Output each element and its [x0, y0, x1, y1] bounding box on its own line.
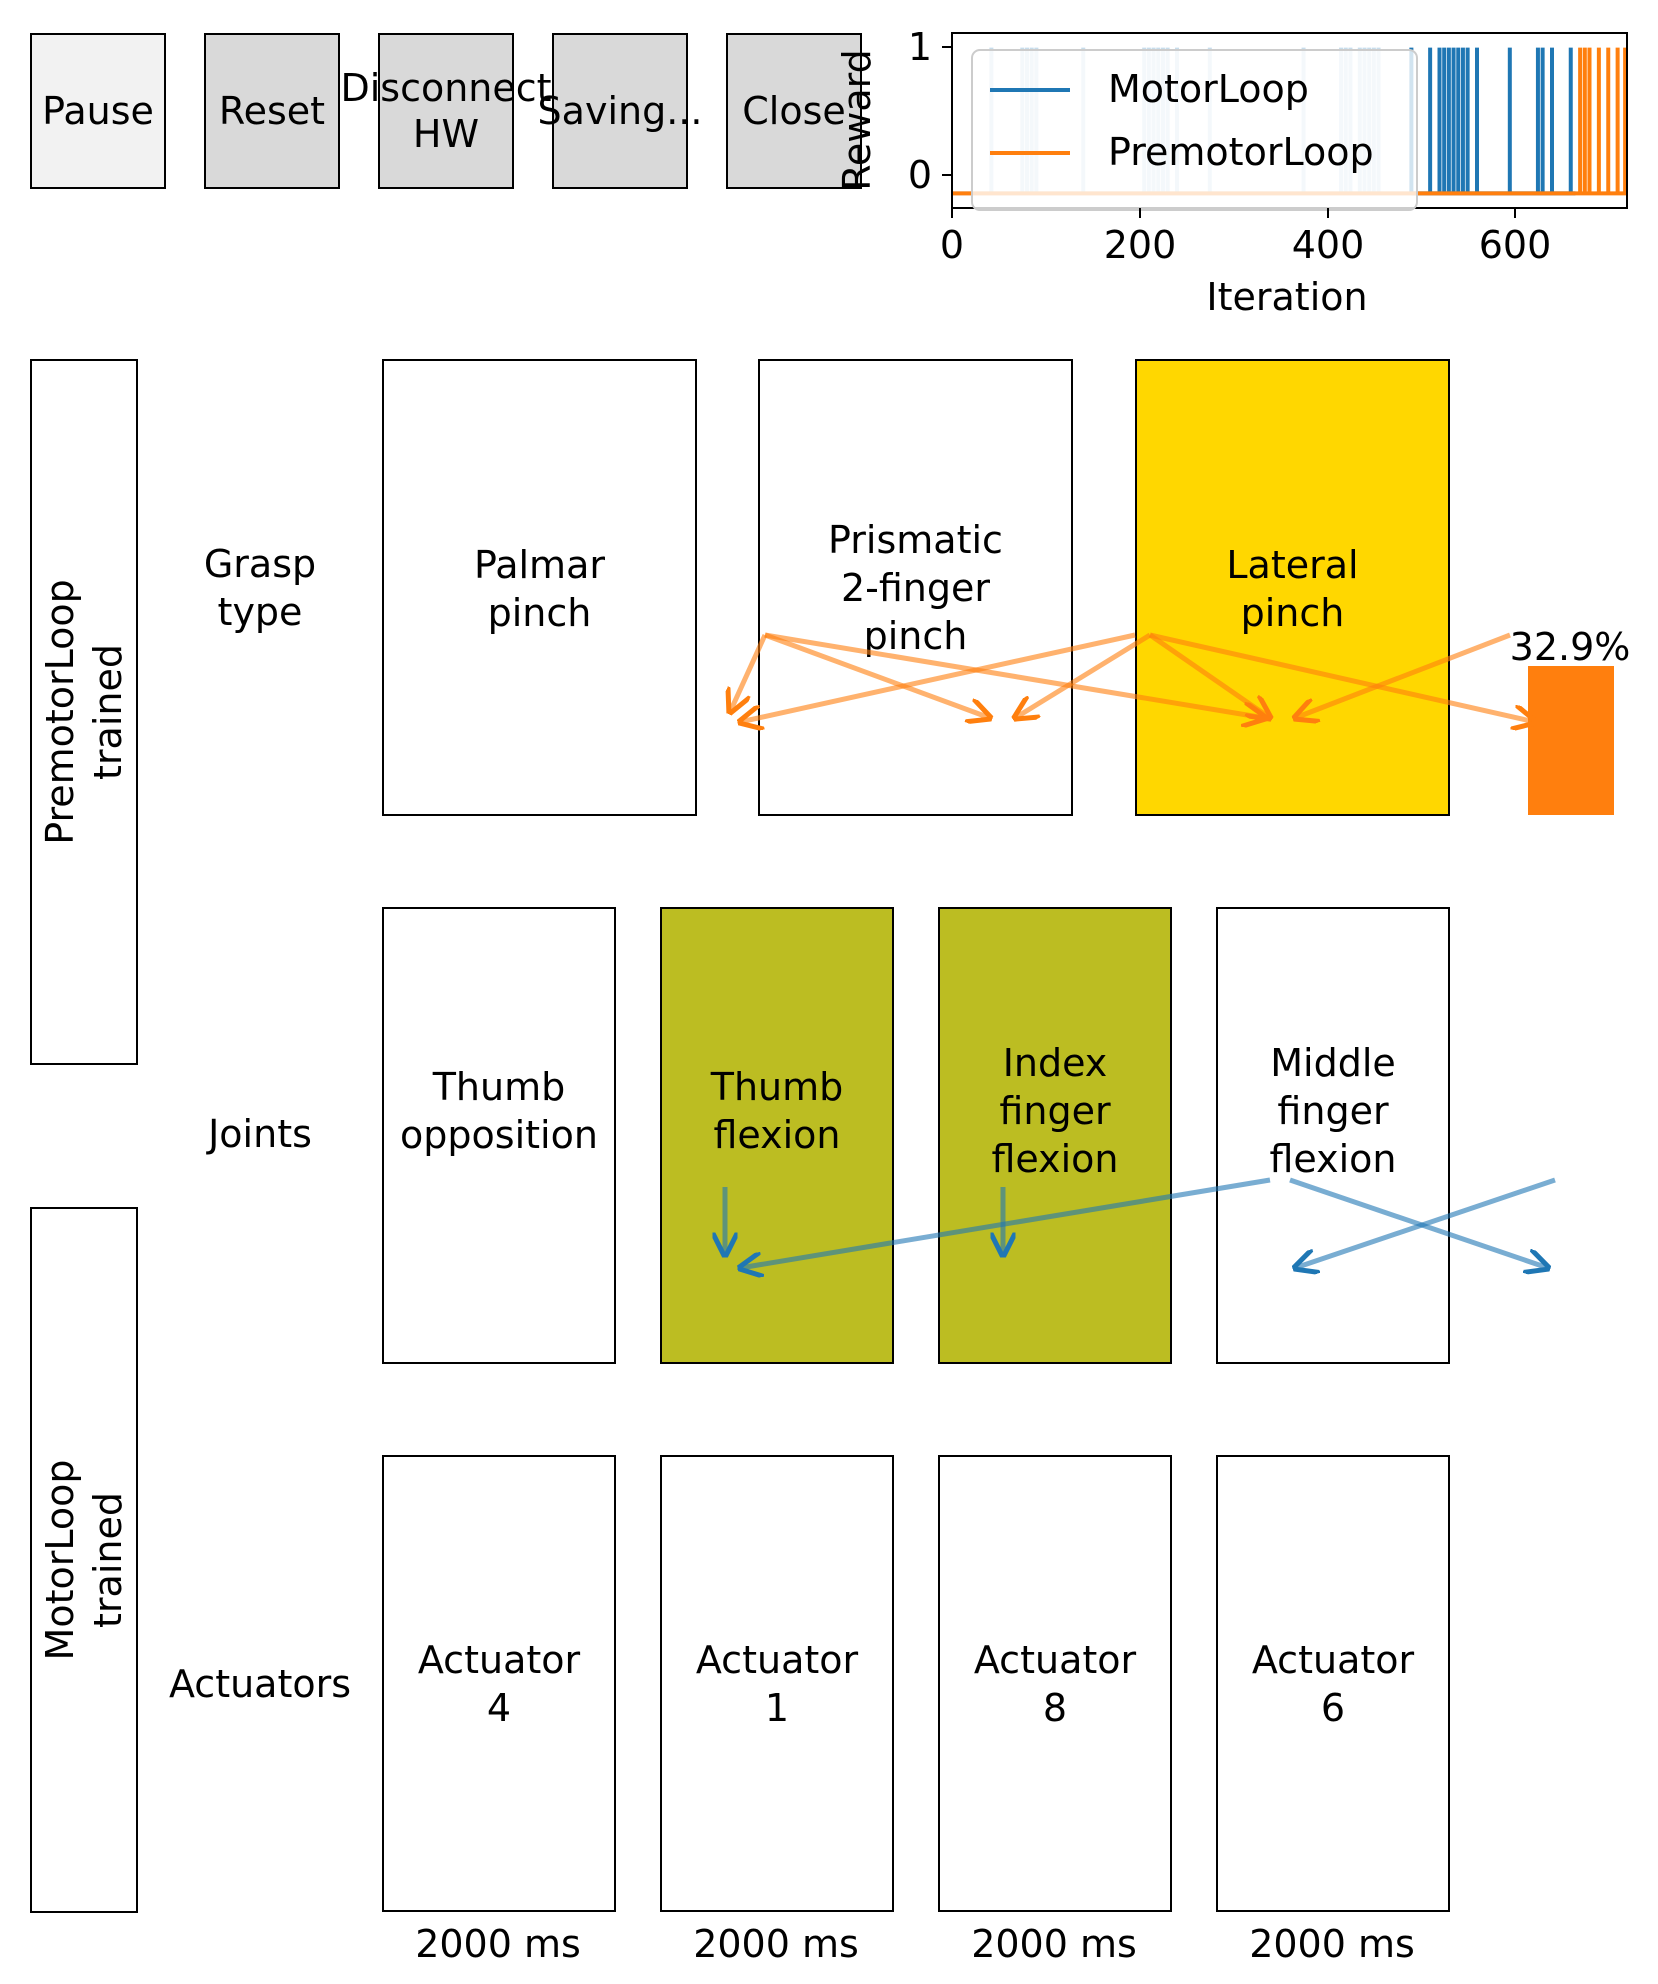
motor-trained-box: MotorLoop trained [30, 1207, 138, 1913]
actuator-box-4[interactable]: Actuator 4 [382, 1455, 616, 1912]
joint-box-middle-flexion[interactable]: Middle finger flexion [1216, 907, 1450, 1364]
pause-button[interactable]: Pause [30, 33, 166, 189]
x-tick-label: 600 [1479, 223, 1552, 267]
actuator-label: Actuator 8 [973, 1637, 1137, 1730]
duration-label: 2000 ms [415, 1922, 581, 1966]
x-tick-label: 0 [940, 223, 964, 267]
duration-label: 2000 ms [693, 1922, 859, 1966]
y-axis-label: Reward [835, 49, 879, 191]
grasp-label: Palmar pinch [474, 543, 605, 635]
probability-bar [1528, 666, 1614, 815]
x-ticks: 0 200 400 600 [940, 208, 1551, 267]
legend-motor-label: MotorLoop [1108, 67, 1309, 111]
actuator-label: Actuator 1 [695, 1637, 859, 1730]
duration-label: 2000 ms [971, 1922, 1137, 1966]
disconnect-hw-button[interactable]: Disconnect HW [340, 33, 552, 189]
level-label-grasp: Grasp type [203, 542, 317, 634]
motor-trained-label: MotorLoop trained [38, 1459, 130, 1661]
joint-label: Thumb flexion [710, 1064, 844, 1157]
grasp-label: Prismatic 2-finger pinch [828, 518, 1003, 658]
y-tick-label: 1 [908, 25, 932, 69]
probability-label: 32.9% [1509, 625, 1631, 669]
duration-label: 2000 ms [1249, 1922, 1415, 1966]
actuator-box-6[interactable]: Actuator 6 [1216, 1455, 1450, 1912]
grasp-box-palmar[interactable]: Palmar pinch [382, 359, 697, 816]
actuator-box-1[interactable]: Actuator 1 [660, 1455, 894, 1912]
grasp-box-lateral[interactable]: Lateral pinch [1135, 359, 1450, 816]
premotor-trained-box: PremotorLoop trained [30, 359, 138, 1065]
joint-box-thumb-flexion[interactable]: Thumb flexion [660, 907, 894, 1364]
actuator-box-8[interactable]: Actuator 8 [938, 1455, 1172, 1912]
x-tick-label: 400 [1292, 223, 1365, 267]
close-button[interactable]: Close [726, 33, 862, 189]
y-ticks: 1 0 [908, 25, 952, 197]
level-label-joints: Joints [208, 1112, 312, 1156]
x-tick-label: 200 [1104, 223, 1177, 267]
reward-chart: MotorLoop PremotorLoop 1 0 0 200 400 600… [835, 25, 1628, 319]
saving-button[interactable]: Saving... [538, 33, 702, 189]
x-axis-label: Iteration [1206, 275, 1367, 319]
joint-box-thumb-opposition[interactable]: Thumb opposition [382, 907, 616, 1364]
actuator-label: Actuator 4 [417, 1637, 581, 1730]
y-tick-label: 0 [908, 153, 932, 197]
legend-premotor-label: PremotorLoop [1108, 130, 1374, 174]
reset-button[interactable]: Reset [204, 33, 340, 189]
premotor-trained-label: PremotorLoop trained [38, 579, 130, 845]
joint-label: Middle finger flexion [1269, 1040, 1397, 1181]
joint-label: Index finger flexion [991, 1040, 1119, 1181]
level-label-actuators: Actuators [168, 1662, 352, 1706]
joint-label: Thumb opposition [400, 1064, 598, 1157]
grasp-box-prismatic[interactable]: Prismatic 2-finger pinch [758, 359, 1073, 816]
joint-box-index-flexion[interactable]: Index finger flexion [938, 907, 1172, 1364]
legend: MotorLoop PremotorLoop [971, 49, 1418, 211]
grasp-label: Lateral pinch [1226, 543, 1359, 635]
actuator-label: Actuator 6 [1251, 1637, 1415, 1730]
